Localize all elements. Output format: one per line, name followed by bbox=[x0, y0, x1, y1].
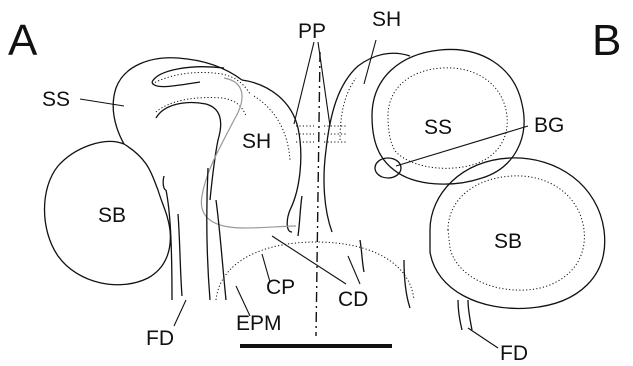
hook-duct-2 bbox=[156, 103, 221, 200]
cd-line-right bbox=[360, 240, 364, 272]
right-wall-3 bbox=[468, 300, 472, 330]
label-sb-left: SB bbox=[98, 204, 126, 227]
leader-cd-right bbox=[348, 256, 360, 284]
left-wall-3 bbox=[207, 168, 210, 300]
label-ss-right: SS bbox=[424, 116, 452, 139]
left-structure bbox=[45, 58, 301, 300]
label-cd: CD bbox=[338, 288, 368, 311]
label-sh-mid: SH bbox=[242, 130, 271, 153]
left-wall-4 bbox=[216, 200, 226, 300]
leader-sh-top bbox=[364, 40, 376, 84]
label-fd-right: FD bbox=[500, 342, 528, 365]
label-cp: CP bbox=[266, 276, 295, 299]
sh-right-outline bbox=[324, 53, 410, 232]
label-ss-left: SS bbox=[42, 88, 70, 111]
left-wall-1 bbox=[178, 214, 182, 296]
leader-lines bbox=[80, 40, 528, 348]
left-wall-2 bbox=[166, 190, 172, 300]
panel-label-b: B bbox=[592, 16, 621, 65]
leader-ss-left bbox=[80, 99, 124, 106]
cd-line-left bbox=[298, 196, 302, 236]
right-wall-1 bbox=[404, 260, 410, 308]
right-wall-2 bbox=[458, 300, 462, 330]
label-epm: EPM bbox=[236, 312, 282, 335]
bg-oval bbox=[375, 158, 401, 178]
hook-duct bbox=[152, 67, 224, 87]
label-pp: PP bbox=[298, 20, 326, 43]
label-sb-right: SB bbox=[494, 230, 522, 253]
label-sh-top: SH bbox=[372, 8, 401, 31]
label-bg: BG bbox=[534, 114, 564, 137]
leader-pp-left bbox=[294, 42, 314, 124]
left-wall-5 bbox=[163, 176, 166, 190]
leader-fd-left bbox=[174, 300, 186, 326]
leader-fd-right bbox=[468, 328, 498, 348]
panel-label-a: A bbox=[8, 16, 38, 65]
cp-arc bbox=[216, 242, 414, 300]
sh-left-outline bbox=[242, 80, 301, 232]
label-fd-left: FD bbox=[146, 327, 174, 350]
leader-bg bbox=[396, 126, 528, 166]
midline-axis bbox=[316, 52, 320, 336]
